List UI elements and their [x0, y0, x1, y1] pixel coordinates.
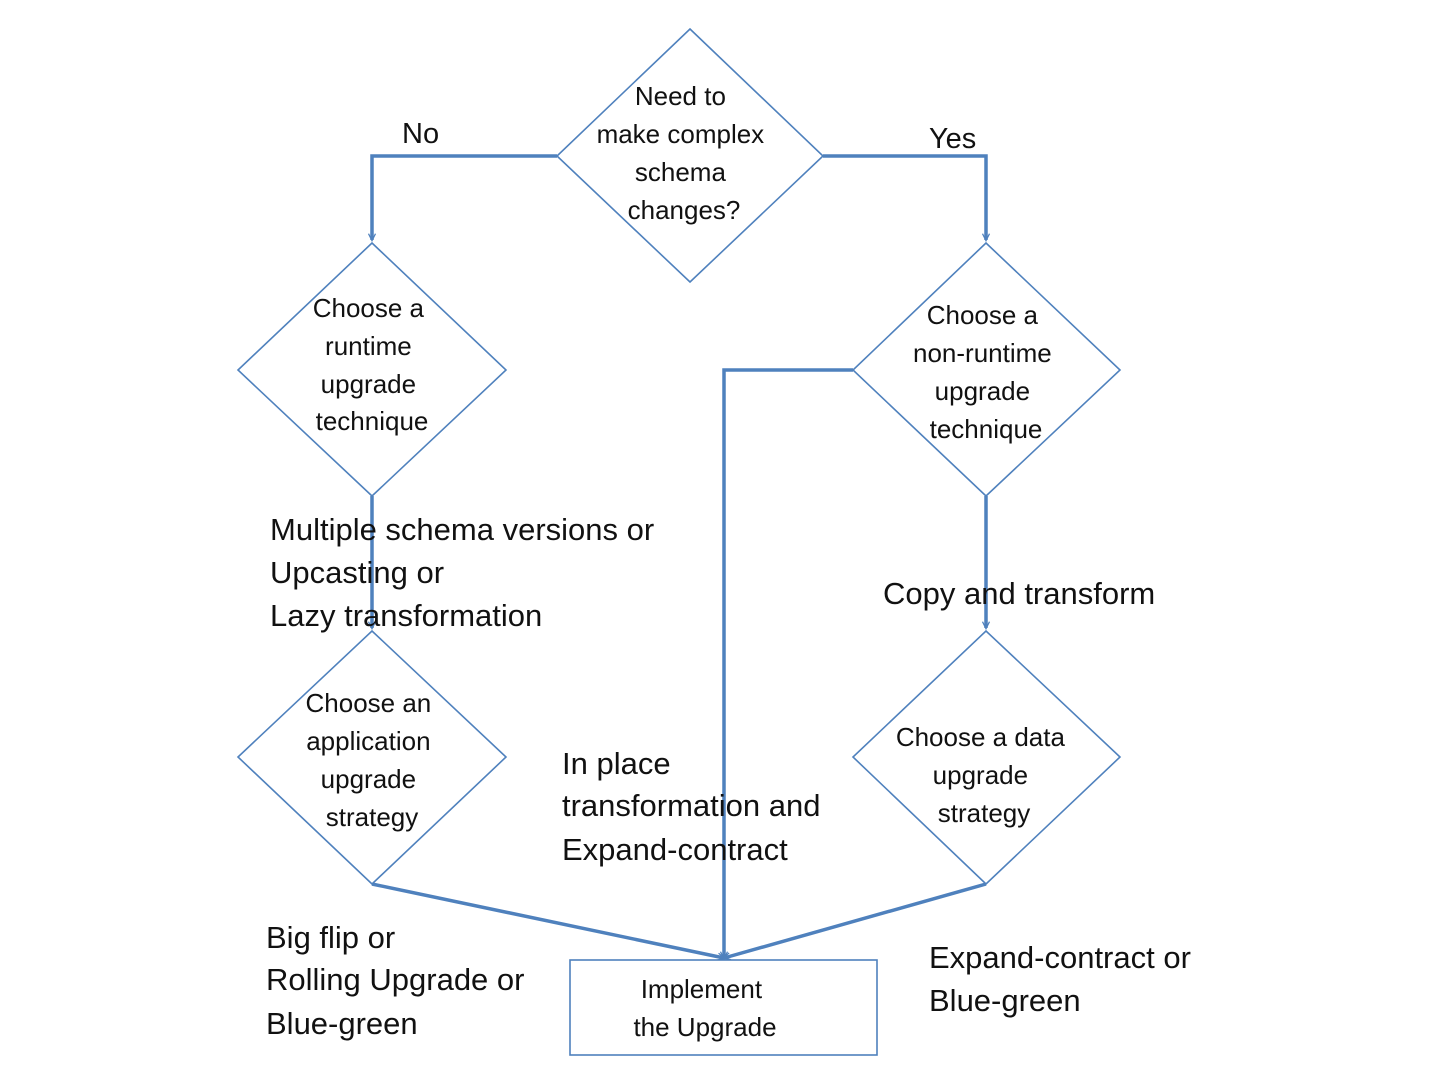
label-runtime-options: Multiple schema versions or Upcasting or…: [270, 512, 663, 633]
decision-schema-changes: Need to make complex schema changes?: [555, 27, 825, 284]
copy-transform-line-1: Copy and transform: [883, 576, 1155, 611]
edge-no-to-runtime: [367, 154, 557, 243]
label-app-options: Big flip or Rolling Upgrade or Blue-gree…: [266, 920, 533, 1041]
label-data-options: Expand-contract or Blue-green: [929, 940, 1200, 1018]
app-options-line-2: Rolling Upgrade or: [266, 962, 524, 997]
decision-schema-text: Need to make complex schema changes?: [597, 81, 772, 225]
decision-nonruntime-technique: Choose a non-runtime upgrade technique: [851, 241, 1122, 498]
decision-schema-line-1: Need to: [635, 81, 726, 111]
implement-line-2: the Upgrade: [633, 1012, 776, 1042]
app-strategy-line-2: application: [306, 726, 430, 756]
edge-yes-to-nonruntime: [823, 154, 991, 243]
data-strategy-line-1: Choose a data: [896, 722, 1066, 752]
runtime-options-line-3: Lazy transformation: [270, 598, 542, 633]
implement-text: Implement the Upgrade: [633, 974, 776, 1042]
app-strategy-line-1: Choose an: [306, 688, 432, 718]
in-place-line-2: transformation and: [562, 788, 820, 823]
connectors: [367, 154, 991, 961]
decision-runtime-technique: Choose a runtime upgrade technique: [236, 241, 508, 498]
app-options-line-1: Big flip or: [266, 920, 395, 955]
decision-schema-line-2: make complex: [597, 119, 765, 149]
nonruntime-technique-text: Choose a non-runtime upgrade technique: [913, 300, 1059, 444]
app-strategy-text: Choose an application upgrade strategy: [306, 688, 439, 832]
app-strategy-line-3: upgrade: [321, 764, 416, 794]
data-strategy-diamond: [851, 629, 1122, 886]
data-strategy-text: Choose a data upgrade strategy: [896, 722, 1072, 828]
nonruntime-technique-line-3: upgrade: [935, 376, 1030, 406]
data-strategy-line-2: upgrade: [933, 760, 1028, 790]
runtime-options-line-1: Multiple schema versions or: [270, 512, 654, 547]
nonruntime-technique-line-1: Choose a: [927, 300, 1039, 330]
edge-nonruntime-to-implement: [719, 368, 853, 961]
decision-schema-diamond: [555, 27, 825, 284]
data-options-line-2: Blue-green: [929, 983, 1081, 1018]
in-place-line-3: Expand-contract: [562, 832, 788, 867]
app-options-line-3: Blue-green: [266, 1006, 418, 1041]
runtime-options-line-2: Upcasting or: [270, 555, 444, 590]
runtime-technique-text: Choose a runtime upgrade technique: [313, 293, 432, 436]
app-strategy-diamond: [236, 629, 508, 886]
runtime-technique-line-2: runtime: [325, 331, 412, 361]
decision-app-strategy: Choose an application upgrade strategy: [236, 629, 508, 886]
runtime-technique-line-3: upgrade: [321, 369, 416, 399]
nonruntime-technique-diamond: [851, 241, 1122, 498]
decision-schema-line-4: changes?: [628, 195, 741, 225]
runtime-technique-line-1: Choose a: [313, 293, 425, 323]
app-strategy-line-4: strategy: [326, 802, 419, 832]
edge-app-strategy-to-implement: [371, 882, 727, 961]
implement-line-1: Implement: [641, 974, 763, 1004]
label-in-place: In place transformation and Expand-contr…: [562, 746, 829, 867]
branch-label-yes: Yes: [929, 123, 976, 155]
in-place-line-1: In place: [562, 746, 671, 781]
implement-box: [569, 959, 878, 1056]
decision-schema-line-3: schema: [635, 157, 727, 187]
label-copy-transform: Copy and transform: [883, 576, 1155, 611]
edge-data-strategy-to-implement: [722, 882, 987, 961]
nonruntime-technique-line-4: technique: [930, 414, 1043, 444]
branch-label-no: No: [402, 118, 439, 150]
data-strategy-line-3: strategy: [938, 798, 1031, 828]
data-options-line-1: Expand-contract or: [929, 940, 1191, 975]
process-implement: Implement the Upgrade: [569, 959, 878, 1056]
nonruntime-technique-line-2: non-runtime: [913, 338, 1052, 368]
runtime-technique-line-4: technique: [316, 406, 429, 436]
decision-data-strategy: Choose a data upgrade strategy: [851, 629, 1122, 886]
runtime-technique-diamond: [236, 241, 508, 498]
